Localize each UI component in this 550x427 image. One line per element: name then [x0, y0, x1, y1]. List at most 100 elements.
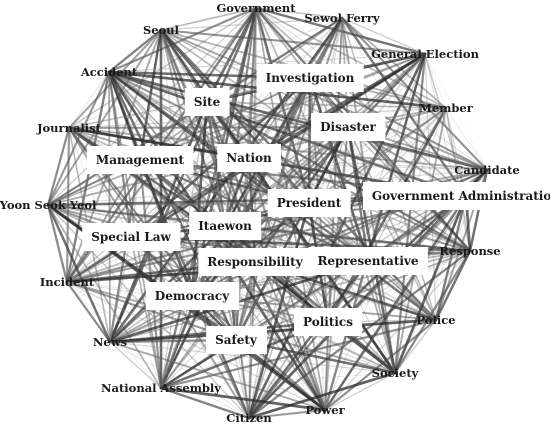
edge-member-response — [445, 107, 471, 252]
node-label: Seoul — [143, 23, 180, 37]
node-power: Power — [305, 403, 345, 417]
edge-police-society — [394, 319, 437, 374]
edge-journalist-national-assembly — [68, 127, 162, 389]
node-label: Candidate — [454, 163, 520, 177]
node-box — [267, 189, 351, 217]
node-box — [362, 182, 550, 210]
edge-yoon-national-assembly — [47, 204, 162, 389]
node-box — [82, 223, 181, 251]
node-label: Member — [419, 101, 474, 115]
node-label: Management — [96, 153, 185, 167]
node-label: Accident — [80, 65, 138, 79]
edge-government-sewol — [255, 7, 343, 19]
node-representative: Representative — [308, 247, 428, 275]
edge-incident-news — [65, 280, 112, 344]
edge-special-law-power — [129, 235, 327, 412]
edge-general-election-gov-admin — [424, 53, 467, 197]
edge-news-society — [109, 341, 396, 374]
edge-management-police — [139, 159, 437, 321]
node-box — [217, 144, 281, 172]
node-box — [294, 308, 363, 336]
node-label: Response — [439, 244, 500, 258]
edge-society-power — [324, 372, 396, 411]
node-label: General Election — [371, 47, 480, 61]
edge-government-journalist — [68, 7, 257, 129]
edge-member-candidate — [445, 107, 488, 171]
edge-national-assembly-citizen — [159, 386, 251, 420]
edge-member-journalist — [68, 107, 447, 129]
edge-gov-admin-incident — [65, 194, 468, 284]
edge-general-election-accident — [108, 53, 426, 73]
edge-nation-politics — [248, 157, 329, 323]
edge-police-citizen — [248, 319, 437, 419]
node-box — [198, 248, 313, 276]
node-box — [189, 212, 262, 240]
edge-president-society — [308, 202, 396, 374]
edge-responsibility-national-assembly — [160, 261, 256, 389]
node-society: Society — [372, 366, 419, 380]
edge-president-citizen — [247, 201, 311, 420]
node-accident: Accident — [80, 65, 138, 79]
edge-incident-power — [66, 281, 326, 411]
edge-yoon-news — [46, 203, 112, 344]
edge-management-candidate — [139, 159, 488, 171]
node-label: President — [277, 196, 342, 210]
node-label: Power — [305, 403, 345, 417]
edge-society-citizen — [247, 371, 397, 420]
edge-government-news — [108, 6, 258, 344]
node-label: Special Law — [91, 230, 171, 244]
node-label: Government Administration — [372, 189, 550, 203]
edge-sewol-member — [341, 17, 447, 109]
node-police: Police — [416, 313, 455, 327]
node-safety: Safety — [206, 326, 267, 354]
node-label: Investigation — [266, 71, 355, 85]
node-label: Itaewon — [198, 219, 252, 233]
node-label: Government — [216, 1, 296, 15]
edge-general-election-member — [424, 53, 447, 109]
edge-police-news — [108, 318, 438, 344]
edge-nation-incident — [66, 157, 250, 283]
edge-government-seoul — [160, 7, 257, 31]
node-president: President — [267, 189, 351, 217]
edge-member-special-law — [130, 107, 447, 238]
edge-power-citizen — [247, 408, 327, 420]
edge-gov-admin-citizen — [248, 195, 467, 419]
node-box — [311, 113, 386, 141]
node-label: Journalist — [36, 121, 102, 135]
node-candidate: Candidate — [454, 163, 520, 177]
edge-yoon-incident — [46, 203, 69, 284]
edge-seoul-yoon — [47, 29, 162, 206]
node-member: Member — [419, 101, 474, 115]
node-politics: Politics — [294, 308, 363, 336]
edge-response-society — [393, 249, 472, 375]
node-label: Site — [194, 95, 221, 109]
node-news: News — [93, 335, 127, 349]
edge-government-general-election — [254, 6, 427, 56]
edge-member-site — [206, 101, 447, 109]
node-label: Police — [416, 313, 455, 327]
node-sewol: Sewol Ferry — [304, 11, 380, 25]
node-incident: Incident — [40, 275, 95, 289]
edge-sewol-management — [139, 17, 343, 161]
edge-accident-response — [107, 70, 472, 253]
node-label: Politics — [303, 315, 353, 329]
node-seoul: Seoul — [143, 23, 180, 37]
node-itaewon: Itaewon — [189, 212, 262, 240]
node-government: Government — [216, 1, 296, 15]
edge-response-safety — [235, 250, 471, 341]
edge-incident-national-assembly — [66, 281, 162, 389]
node-citizen: Citizen — [226, 411, 272, 425]
edge-seoul-accident — [107, 28, 163, 74]
edge-accident-gov-admin — [107, 70, 468, 198]
node-site: Site — [184, 88, 230, 116]
node-label: Safety — [215, 333, 258, 347]
edge-general-election-candidate — [424, 53, 488, 171]
node-nation: Nation — [217, 144, 281, 172]
edge-general-election-power — [323, 52, 427, 412]
edge-general-election-response — [424, 53, 471, 252]
edge-site-democracy — [190, 100, 209, 298]
edge-nation-yoon — [47, 157, 250, 206]
edge-government-yoon — [47, 7, 257, 206]
edge-special-law-citizen — [130, 236, 250, 419]
node-label: Citizen — [226, 411, 272, 425]
